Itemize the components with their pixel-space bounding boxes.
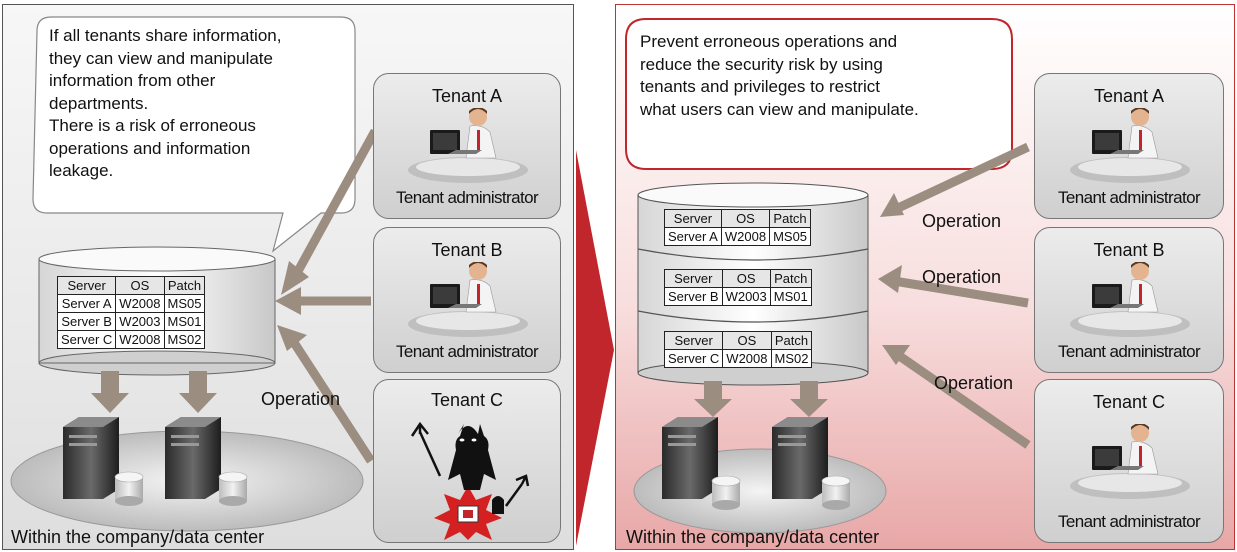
table-cell: MS02 — [163, 330, 206, 349]
operation-arrows — [289, 128, 379, 464]
tenant-name: Tenant C — [1092, 392, 1166, 412]
left-diagram-graphics — [10, 16, 379, 532]
table-cell: W2008 — [115, 294, 165, 313]
operation-label: Operation — [261, 389, 341, 409]
table-cell: W2003 — [115, 312, 165, 331]
table-cell: Server B — [664, 287, 723, 306]
tenant-role: Tenant administrator — [395, 342, 539, 361]
header-os: OS — [722, 331, 772, 350]
disk-icon — [711, 475, 741, 511]
tenant-person-icon — [1070, 424, 1190, 500]
devil-attacker-icon — [410, 421, 530, 540]
right-panel: Prevent erroneous operations and reduce … — [615, 4, 1235, 550]
header-os: OS — [115, 276, 165, 295]
operation-label: Operation — [934, 373, 1014, 393]
tenant-person-icon — [1070, 108, 1190, 184]
tenant-name: Tenant A — [1093, 86, 1165, 106]
table-cell: Server A — [664, 227, 722, 246]
header-patch: Patch — [163, 276, 206, 295]
tenant-person-icon — [408, 262, 528, 338]
table-cell: Server C — [56, 330, 117, 349]
server-icon — [662, 417, 718, 499]
transition-arrow-icon — [576, 150, 614, 546]
tenant-card-b: Tenant B Tenant administrator — [1034, 227, 1224, 373]
down-arrows — [694, 381, 828, 417]
disk-icon — [218, 471, 248, 507]
header-os: OS — [721, 269, 771, 288]
tenant-card-a: Tenant A Tenant administrator — [373, 73, 561, 219]
disk-icon — [821, 475, 851, 511]
table-cell: Server A — [56, 294, 117, 313]
table-cell: W2008 — [722, 349, 772, 368]
header-server: Server — [664, 269, 723, 288]
operation-label: Operation — [922, 267, 1002, 287]
tenant-person-icon — [408, 108, 528, 184]
right-message: Prevent erroneous operations and reduce … — [640, 32, 919, 119]
table-cell: W2008 — [720, 227, 771, 246]
server-icon — [165, 417, 221, 499]
server-icon — [772, 417, 828, 499]
header-patch: Patch — [769, 209, 812, 228]
left-message: If all tenants share information, they c… — [49, 26, 282, 180]
callout-box — [625, 18, 1013, 170]
tenant-role: Tenant administrator — [1057, 512, 1201, 531]
tenant-card-b: Tenant B Tenant administrator — [373, 227, 561, 373]
down-arrows — [91, 371, 217, 413]
header-server: Server — [664, 209, 722, 228]
tenant-name: Tenant B — [431, 240, 503, 260]
table-cell: Server B — [56, 312, 117, 331]
header-os: OS — [720, 209, 771, 228]
table-cell: MS02 — [770, 349, 813, 368]
disk-icon — [114, 471, 144, 507]
header-patch: Patch — [769, 269, 812, 288]
tenant-role: Tenant administrator — [1057, 188, 1201, 207]
tenant-name: Tenant A — [431, 86, 503, 106]
table-cell: MS01 — [769, 287, 812, 306]
operation-label: Operation — [922, 211, 1002, 231]
tenant-name: Tenant B — [1093, 240, 1165, 260]
tenant-card-a: Tenant A Tenant administrator — [1034, 73, 1224, 219]
left-panel: If all tenants share information, they c… — [2, 4, 574, 550]
tenant-name: Tenant C — [430, 390, 504, 410]
server-icon — [63, 417, 119, 499]
right-footer: Within the company/data center — [626, 527, 880, 547]
speech-bubble — [32, 16, 356, 253]
tenant-card-c: Tenant C Tenant administrator — [1034, 379, 1224, 543]
table-cell: MS05 — [769, 227, 812, 246]
table-cell: W2003 — [721, 287, 771, 306]
header-server: Server — [56, 276, 117, 295]
table-cell: Server C — [663, 349, 724, 368]
header-server: Server — [663, 331, 724, 350]
tenant-role: Tenant administrator — [395, 188, 539, 207]
left-footer: Within the company/data center — [11, 527, 265, 547]
tenant-role: Tenant administrator — [1057, 342, 1201, 361]
table-cell: MS05 — [163, 294, 206, 313]
table-cell: W2008 — [115, 330, 165, 349]
tenant-card-c: Tenant C — [373, 379, 561, 543]
header-patch: Patch — [770, 331, 813, 350]
table-cell: MS01 — [163, 312, 206, 331]
tenant-person-icon — [1070, 262, 1190, 338]
operation-arrows — [893, 142, 1031, 449]
